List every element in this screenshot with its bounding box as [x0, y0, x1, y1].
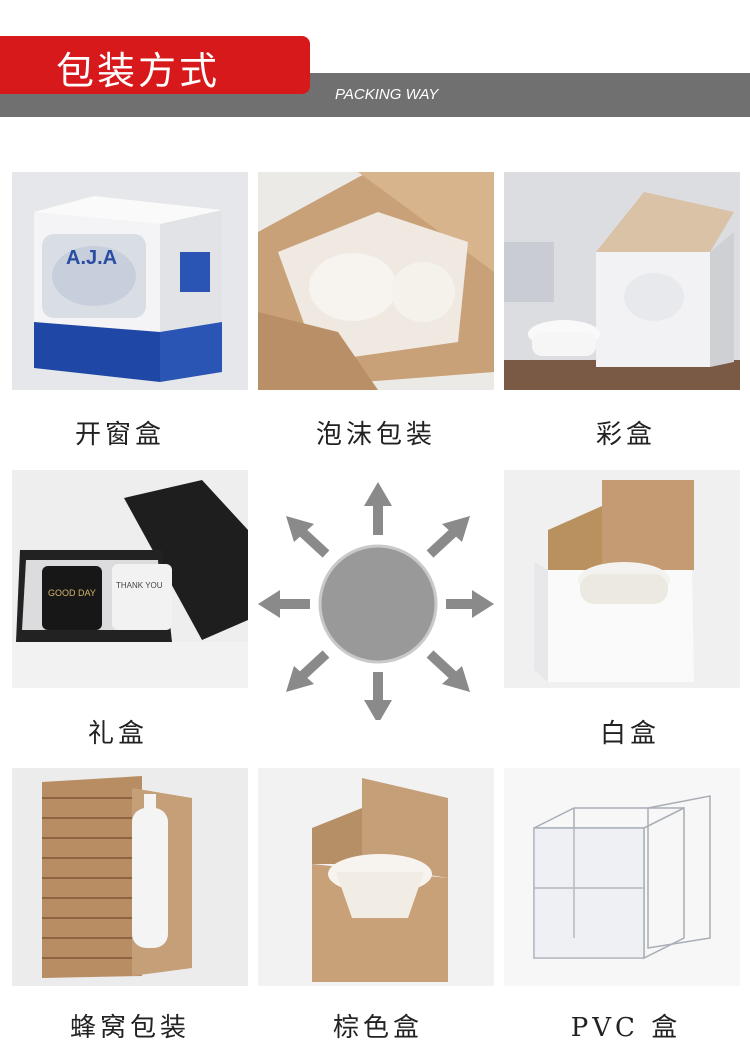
window-box-image: A.J.A — [12, 172, 248, 390]
item-label-white-box: 白盒 — [600, 719, 661, 749]
item-label-window-box: 开窗盒 — [74, 420, 165, 450]
arrow-up-left-icon — [286, 516, 314, 542]
pvc-box-image — [504, 768, 740, 986]
item-label-foam-packaging: 泡沫包装 — [315, 420, 436, 450]
arrow-up-icon — [364, 482, 392, 506]
white-box-image — [504, 470, 740, 688]
color-box-image — [504, 172, 740, 390]
arrow-down-right-icon — [442, 666, 470, 692]
sun-arrows-graphic — [258, 482, 494, 720]
item-label-gift-box: 礼盒 — [88, 719, 149, 749]
honeycomb-packaging-icon — [12, 768, 248, 986]
honeycomb-packaging-image — [12, 768, 248, 986]
window-box-icon: A.J.A — [12, 172, 248, 390]
pvc-box-icon — [504, 768, 740, 986]
brown-box-image — [258, 768, 494, 986]
svg-text:GOOD DAY: GOOD DAY — [48, 588, 96, 598]
center-circle — [318, 544, 438, 664]
svg-text:THANK YOU: THANK YOU — [116, 581, 163, 590]
arrow-left-icon — [258, 590, 280, 618]
arrow-heads — [258, 482, 494, 720]
arrow-down-icon — [364, 700, 392, 720]
header-red-tab — [0, 36, 310, 94]
page-title: 包装方式 — [56, 49, 221, 93]
foam-packaging-icon — [258, 172, 494, 390]
color-box-icon — [504, 172, 740, 390]
page-subtitle: PACKING WAY — [335, 86, 439, 103]
arrow-down-left-icon — [286, 666, 314, 692]
arrow-right-icon — [472, 590, 494, 618]
arrow-up-right-icon — [442, 516, 470, 542]
item-label-honeycomb-packaging: 蜂窝包装 — [69, 1013, 190, 1043]
gift-box-icon: GOOD DAY THANK YOU — [12, 470, 248, 688]
item-label-color-box: 彩盒 — [595, 420, 656, 450]
item-label-pvc-box: PVC 盒 — [570, 1013, 682, 1043]
item-label-brown-box: 棕色盒 — [332, 1013, 423, 1043]
foam-packaging-image — [258, 172, 494, 390]
svg-text:A.J.A: A.J.A — [66, 247, 117, 269]
gift-box-image: GOOD DAY THANK YOU — [12, 470, 248, 688]
brown-box-icon — [258, 768, 494, 986]
white-box-icon — [504, 470, 740, 688]
